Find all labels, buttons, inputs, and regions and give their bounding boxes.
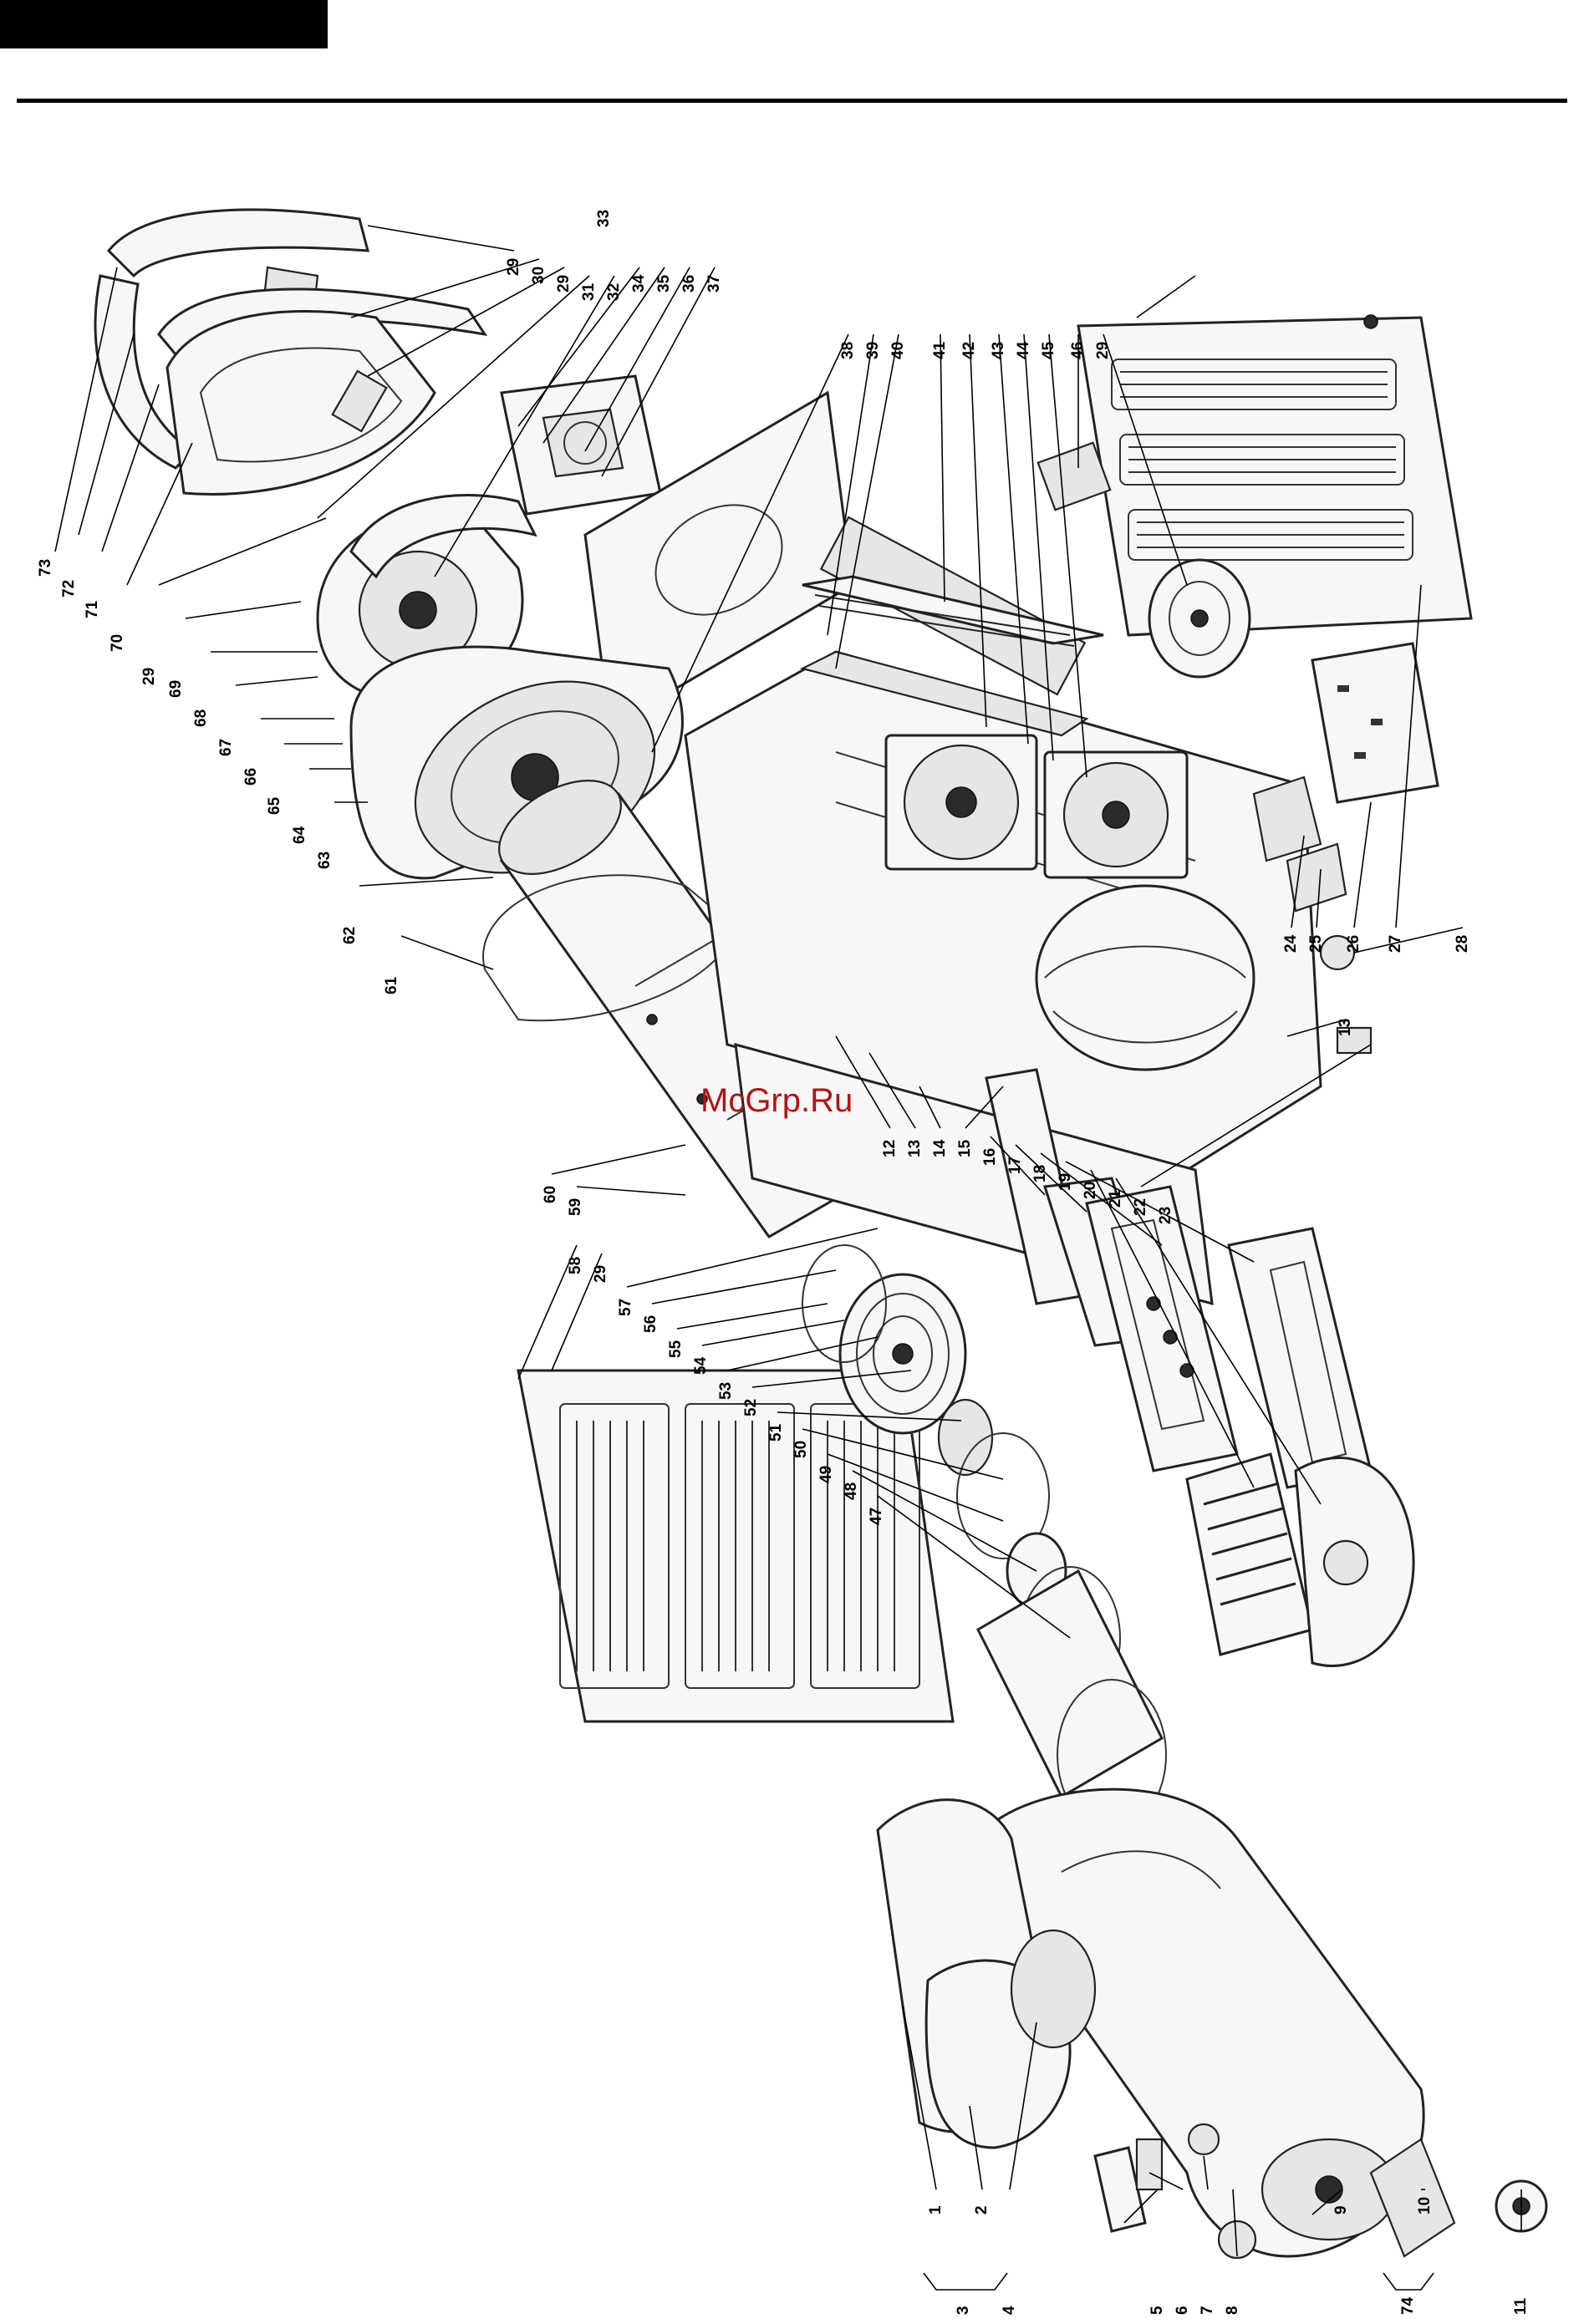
callout-40: 40 bbox=[889, 342, 907, 359]
callout-24: 24 bbox=[1282, 934, 1300, 953]
callout-55: 55 bbox=[667, 1340, 685, 1358]
callout-63: 63 bbox=[316, 852, 334, 869]
callout-31: 31 bbox=[580, 282, 598, 301]
callout-29: 29 bbox=[592, 1265, 609, 1283]
callout-47: 47 bbox=[868, 1508, 885, 1525]
callout-51: 51 bbox=[767, 1423, 785, 1442]
callout-70: 70 bbox=[109, 634, 126, 652]
callout-35: 35 bbox=[655, 274, 673, 292]
control-box-top bbox=[502, 376, 660, 514]
callout-26: 26 bbox=[1345, 935, 1362, 953]
base-plate-20 bbox=[1229, 1228, 1371, 1487]
callout-62: 62 bbox=[341, 927, 359, 944]
callout-25: 25 bbox=[1307, 934, 1325, 953]
callout-23: 23 bbox=[1157, 1207, 1174, 1224]
callout-2: 2 bbox=[973, 2205, 991, 2215]
callout-11: 11 bbox=[1512, 2297, 1530, 2315]
callout-28: 28 bbox=[1454, 935, 1471, 953]
callout-14: 14 bbox=[931, 1139, 949, 1157]
callout-41: 41 bbox=[931, 341, 949, 359]
callout-19: 19 bbox=[1057, 1173, 1074, 1191]
callout-37: 37 bbox=[705, 275, 723, 292]
motor-rings bbox=[939, 1400, 1166, 1830]
callout-29: 29 bbox=[505, 258, 522, 276]
callout-36: 36 bbox=[680, 275, 698, 292]
callout-21: 21 bbox=[1107, 1189, 1124, 1208]
callout-13: 13 bbox=[906, 1140, 924, 1157]
callout-60: 60 bbox=[542, 1186, 559, 1203]
callout-59: 59 bbox=[567, 1198, 584, 1216]
callout-45: 46 bbox=[1069, 342, 1087, 359]
callout-54: 54 bbox=[692, 1356, 710, 1375]
callout-46: 29 bbox=[1094, 342, 1112, 359]
callout-45: 45 bbox=[1040, 341, 1057, 359]
callout-10: 10 bbox=[1416, 2197, 1434, 2215]
callout-18: 18 bbox=[1031, 1165, 1049, 1182]
callout-69: 69 bbox=[167, 680, 185, 698]
callout-52: 52 bbox=[742, 1399, 760, 1416]
callout-49: 49 bbox=[817, 1466, 835, 1483]
callout-71: 71 bbox=[84, 600, 101, 618]
callout-74: 74 bbox=[1399, 2296, 1417, 2315]
callout-43: 43 bbox=[990, 342, 1007, 359]
callout-30: 30 bbox=[530, 267, 548, 284]
callout-16: 16 bbox=[981, 1148, 999, 1166]
callout-9: 9 bbox=[1332, 2205, 1350, 2215]
callout-48: 48 bbox=[843, 1482, 860, 1500]
callout-42: 42 bbox=[960, 342, 978, 359]
callout-29: 29 bbox=[140, 668, 158, 685]
callout-17: 17 bbox=[1006, 1157, 1024, 1174]
callout-29: 29 bbox=[555, 275, 573, 292]
callout-32: 32 bbox=[605, 283, 623, 301]
callout-5: 5 bbox=[1149, 2306, 1166, 2315]
callout-8: 8 bbox=[1224, 2306, 1241, 2315]
callout-68: 68 bbox=[192, 709, 210, 727]
callout-4: 4 bbox=[1001, 2306, 1018, 2315]
callout-50: 50 bbox=[792, 1441, 810, 1458]
callout-22: 22 bbox=[1132, 1198, 1149, 1216]
callout-34: 34 bbox=[630, 274, 648, 292]
callout-44: 44 bbox=[1015, 341, 1032, 359]
callout-72: 72 bbox=[60, 580, 78, 598]
twin-fans bbox=[886, 735, 1187, 877]
callout-38: 38 bbox=[839, 342, 857, 359]
side-cover-27 bbox=[1078, 315, 1471, 635]
callout-27: 27 bbox=[1387, 935, 1404, 953]
callout-7: 7 bbox=[1199, 2306, 1216, 2315]
callout-13: 13 bbox=[1337, 1019, 1354, 1036]
callout-65: 65 bbox=[266, 796, 283, 815]
callout-53: 53 bbox=[717, 1382, 735, 1400]
callout-56: 56 bbox=[642, 1315, 660, 1333]
callout-73: 73 bbox=[37, 559, 54, 577]
watermark-text: McGrp.Ru bbox=[700, 1082, 853, 1119]
fuel-tank bbox=[1036, 886, 1254, 1070]
callout-58: 58 bbox=[567, 1257, 584, 1274]
callout-1: 1 bbox=[927, 2205, 945, 2215]
callout-66: 66 bbox=[242, 768, 260, 786]
callout-39: 39 bbox=[864, 342, 882, 359]
callout-12: 12 bbox=[881, 1140, 899, 1157]
callout-3: 3 bbox=[955, 2306, 972, 2315]
back-cover-group bbox=[95, 210, 485, 495]
callout-67: 67 bbox=[217, 739, 235, 756]
hood-22 bbox=[1296, 1457, 1413, 1665]
callout-20: 20 bbox=[1082, 1182, 1099, 1199]
callout-57: 57 bbox=[617, 1299, 634, 1316]
callout-64: 64 bbox=[291, 826, 308, 844]
callout-33: 33 bbox=[595, 210, 613, 227]
callout-6: 6 bbox=[1174, 2306, 1191, 2315]
circuit-board bbox=[1312, 643, 1438, 802]
callout-61: 61 bbox=[383, 976, 400, 994]
callout-15: 15 bbox=[956, 1139, 974, 1157]
